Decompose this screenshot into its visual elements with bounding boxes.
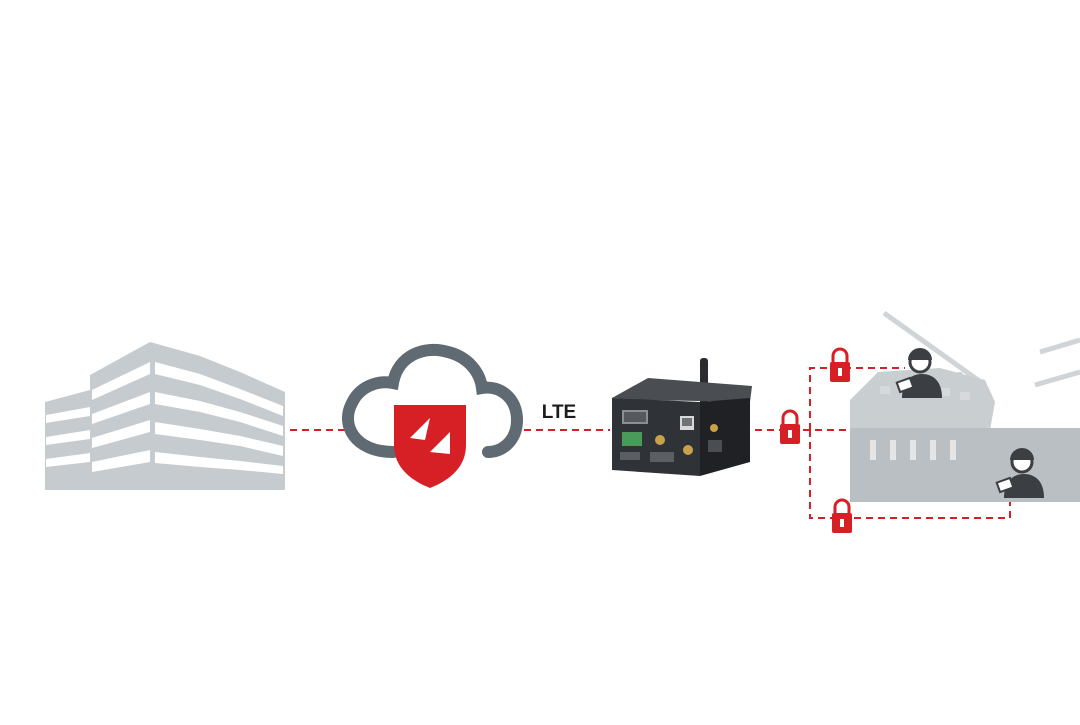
padlock-icon-middle xyxy=(780,409,800,444)
construction-site-icon xyxy=(850,310,1080,502)
lte-label: LTE xyxy=(542,402,576,423)
office-building-icon xyxy=(45,342,285,490)
worker-lower-icon xyxy=(995,448,1044,498)
link-branch-upper xyxy=(809,367,905,430)
crane-icon-right xyxy=(1034,337,1080,388)
secure-cloud-icon xyxy=(342,343,524,488)
padlock-icon-bottom xyxy=(832,498,852,533)
shield-logo-icon xyxy=(394,405,466,488)
padlock-icon-top xyxy=(830,347,850,382)
worker-upper-icon xyxy=(895,348,942,398)
industrial-router-icon xyxy=(612,358,752,476)
